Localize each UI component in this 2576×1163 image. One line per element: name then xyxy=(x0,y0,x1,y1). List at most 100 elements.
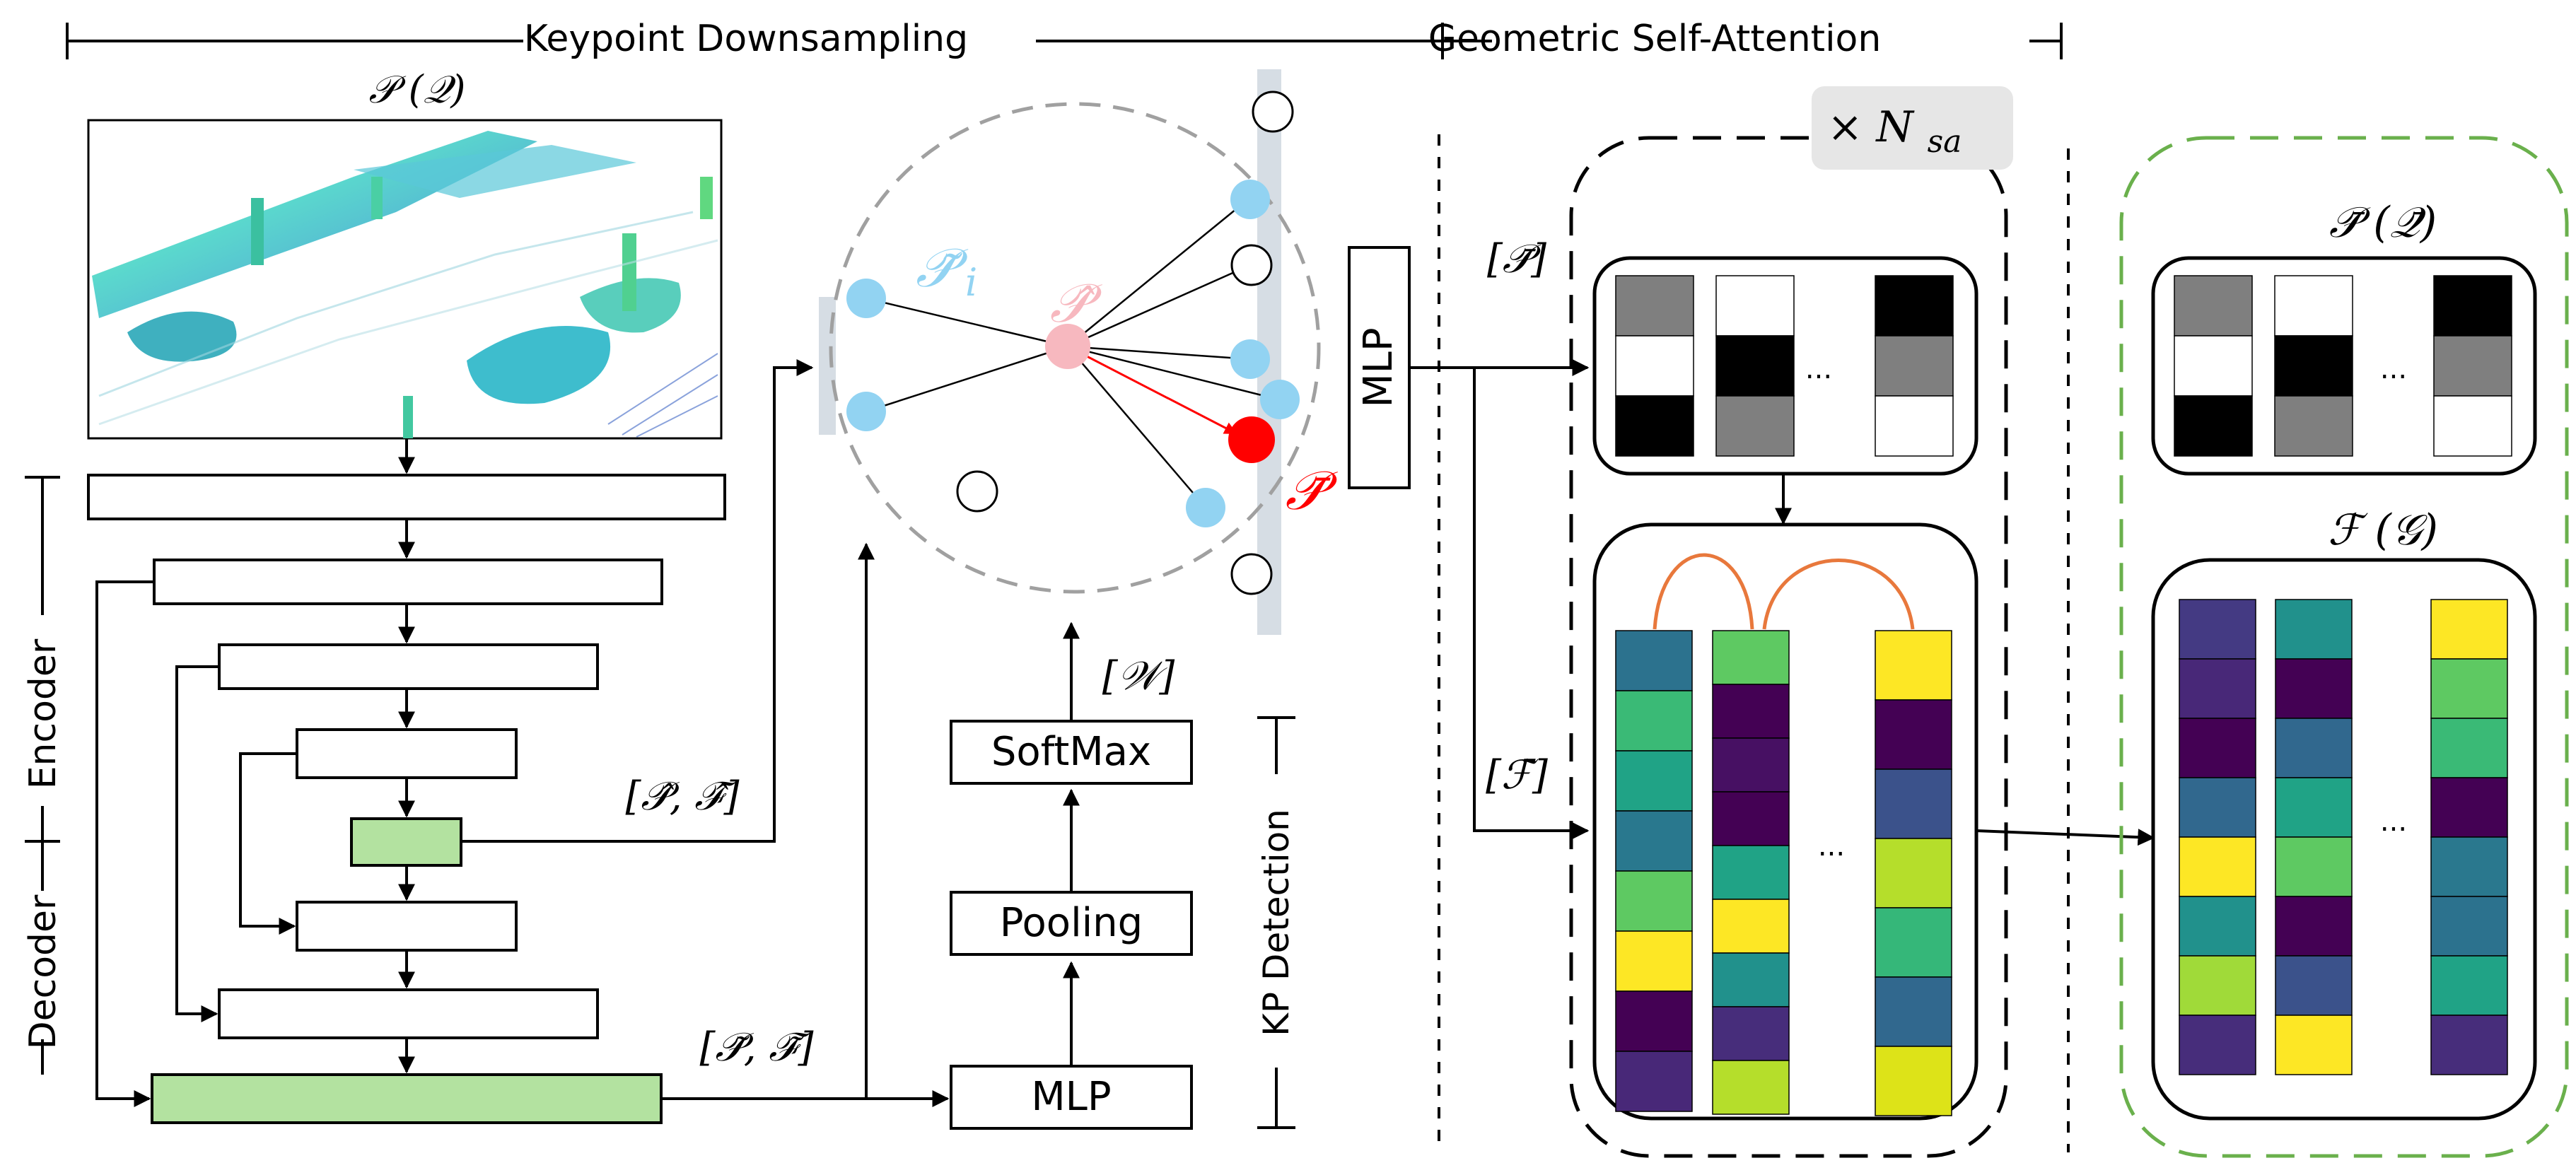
feature-cell xyxy=(1712,845,1790,900)
vertical-mlp: MLP xyxy=(1348,246,1590,839)
decoder-layer-1 xyxy=(296,901,518,952)
softmax-label: SoftMax xyxy=(991,729,1151,775)
position-matrix xyxy=(1615,275,1954,457)
feature-cell xyxy=(2430,718,2508,778)
feature-cell xyxy=(2179,658,2256,719)
output-p-label: 𝒫̄ (𝒬̄) xyxy=(2329,198,2437,247)
feature-matrix-ellipsis: ... xyxy=(1818,830,1845,863)
tilde-feature-path: [𝒫̃, ℱ̃] xyxy=(661,542,950,1107)
hat-features-label: [𝒫̂, ℱ̂] xyxy=(625,773,739,819)
encoder-decoder-stack xyxy=(87,438,726,1124)
empty-point xyxy=(1252,90,1294,133)
feature-cell xyxy=(1615,690,1693,752)
kp-mlp-block xyxy=(950,1065,1193,1130)
output-position-matrix xyxy=(2174,275,2512,457)
feature-cell xyxy=(2275,1015,2353,1075)
neighbor-point xyxy=(1186,488,1225,527)
output-position-ellipsis: ... xyxy=(2380,353,2407,385)
feature-cell xyxy=(1712,737,1790,793)
matrix-cell xyxy=(2174,275,2253,337)
decoder-layer-2 xyxy=(218,988,599,1039)
feature-cell xyxy=(2275,896,2353,957)
feature-cell xyxy=(1712,791,1790,846)
p-bar-input-label: [𝒫̄] xyxy=(1487,236,1546,282)
matrix-cell xyxy=(1715,275,1795,337)
input-point-cloud-label: 𝒫 (𝒬) xyxy=(368,67,465,112)
feature-cell xyxy=(1615,870,1693,932)
matrix-cell xyxy=(1715,395,1795,457)
encoder-decoder-bracket: Encoder Decoder xyxy=(22,476,64,1075)
kp-detection-branch: MLP Pooling SoftMax [𝒲] KP Detection xyxy=(950,621,1297,1130)
neighbor-point xyxy=(1230,180,1270,219)
empty-point xyxy=(1230,244,1273,286)
feature-cell xyxy=(1875,699,1952,770)
matrix-cell xyxy=(1615,335,1694,397)
feature-cell xyxy=(1615,990,1693,1052)
feature-cell xyxy=(2179,836,2256,897)
feature-cell xyxy=(1712,899,1790,954)
feature-cell xyxy=(2275,658,2353,719)
feature-cell xyxy=(1615,930,1693,992)
matrix-cell xyxy=(2433,395,2512,457)
matrix-cell xyxy=(2433,275,2512,337)
feature-cell xyxy=(2179,1015,2256,1075)
kp-mlp-label: MLP xyxy=(1031,1074,1111,1120)
section-header-keypoint-downsampling: Keypoint Downsampling xyxy=(66,18,1444,60)
matrix-cell xyxy=(1875,335,1954,397)
feature-cell xyxy=(1615,750,1693,812)
empty-point xyxy=(1230,553,1273,595)
feature-cell xyxy=(2430,599,2508,660)
matrix-cell xyxy=(1615,275,1694,337)
feature-cell xyxy=(2430,896,2508,957)
encoder-layer-2 xyxy=(153,559,663,605)
feature-cell xyxy=(2179,777,2256,838)
feature-cell xyxy=(2430,1015,2508,1075)
feature-cell xyxy=(2179,599,2256,660)
output-block: 𝒫̄ (𝒬̄) ... ℱ (𝒢) ... xyxy=(2119,136,2569,1158)
encoder-label: Encoder xyxy=(22,638,64,789)
feature-cell xyxy=(1875,907,1952,978)
p-bar-label: 𝒫̄ xyxy=(1286,459,1339,522)
feature-cell xyxy=(1712,684,1790,739)
bottleneck-layer xyxy=(350,817,462,867)
keypoint-neighborhood: 𝒫̃ i 𝒫̂ 𝒫̄ xyxy=(819,69,1339,635)
pooling-block xyxy=(950,891,1193,956)
neighbor-point xyxy=(846,392,886,431)
feature-cell xyxy=(2275,777,2353,838)
hat-feature-path: [𝒫̂, ℱ̂] xyxy=(461,359,814,843)
f-bar-input-label: [ℱ̄] xyxy=(1486,752,1548,798)
vertical-mlp-block xyxy=(1348,246,1411,489)
feature-cell xyxy=(2179,896,2256,957)
feature-cell xyxy=(2275,718,2353,778)
p-tilde-i-subscript: i xyxy=(965,260,977,305)
feature-cell xyxy=(1712,952,1790,1007)
feature-cell xyxy=(1615,1051,1693,1112)
output-f-label: ℱ (𝒢) xyxy=(2328,505,2438,555)
repeat-label: × N xyxy=(1827,103,1915,152)
pooling-label: Pooling xyxy=(1000,900,1143,946)
feature-matrix xyxy=(1615,630,1952,1116)
encoder-layer-4 xyxy=(296,728,518,779)
point-cloud-image xyxy=(87,119,723,440)
decoder-label: Decoder xyxy=(22,894,64,1049)
feature-cell xyxy=(1615,630,1693,691)
keypoint-downsampling-title: Keypoint Downsampling xyxy=(524,18,968,60)
feature-cell xyxy=(1712,630,1790,685)
feature-cell xyxy=(2275,599,2353,660)
feature-cell xyxy=(1875,1046,1952,1116)
position-matrix-ellipsis: ... xyxy=(1805,353,1832,385)
feature-cell xyxy=(1875,838,1952,908)
output-feature-matrix xyxy=(2179,599,2508,1075)
self-attention-block: × N sa [𝒫̄] [ℱ̄] ... ... xyxy=(1486,86,2013,1158)
feature-cell xyxy=(2179,718,2256,778)
neighbor-point xyxy=(1260,380,1300,419)
weights-label: [𝒲] xyxy=(1102,653,1175,699)
matrix-cell xyxy=(2274,335,2353,397)
empty-point xyxy=(956,470,998,513)
feature-cell xyxy=(1712,1060,1790,1115)
geometric-self-attention-title: Geometric Self-Attention xyxy=(1428,18,1882,60)
neighbor-point xyxy=(1230,339,1270,379)
feature-cell xyxy=(2430,777,2508,838)
neighbor-point xyxy=(846,279,886,318)
